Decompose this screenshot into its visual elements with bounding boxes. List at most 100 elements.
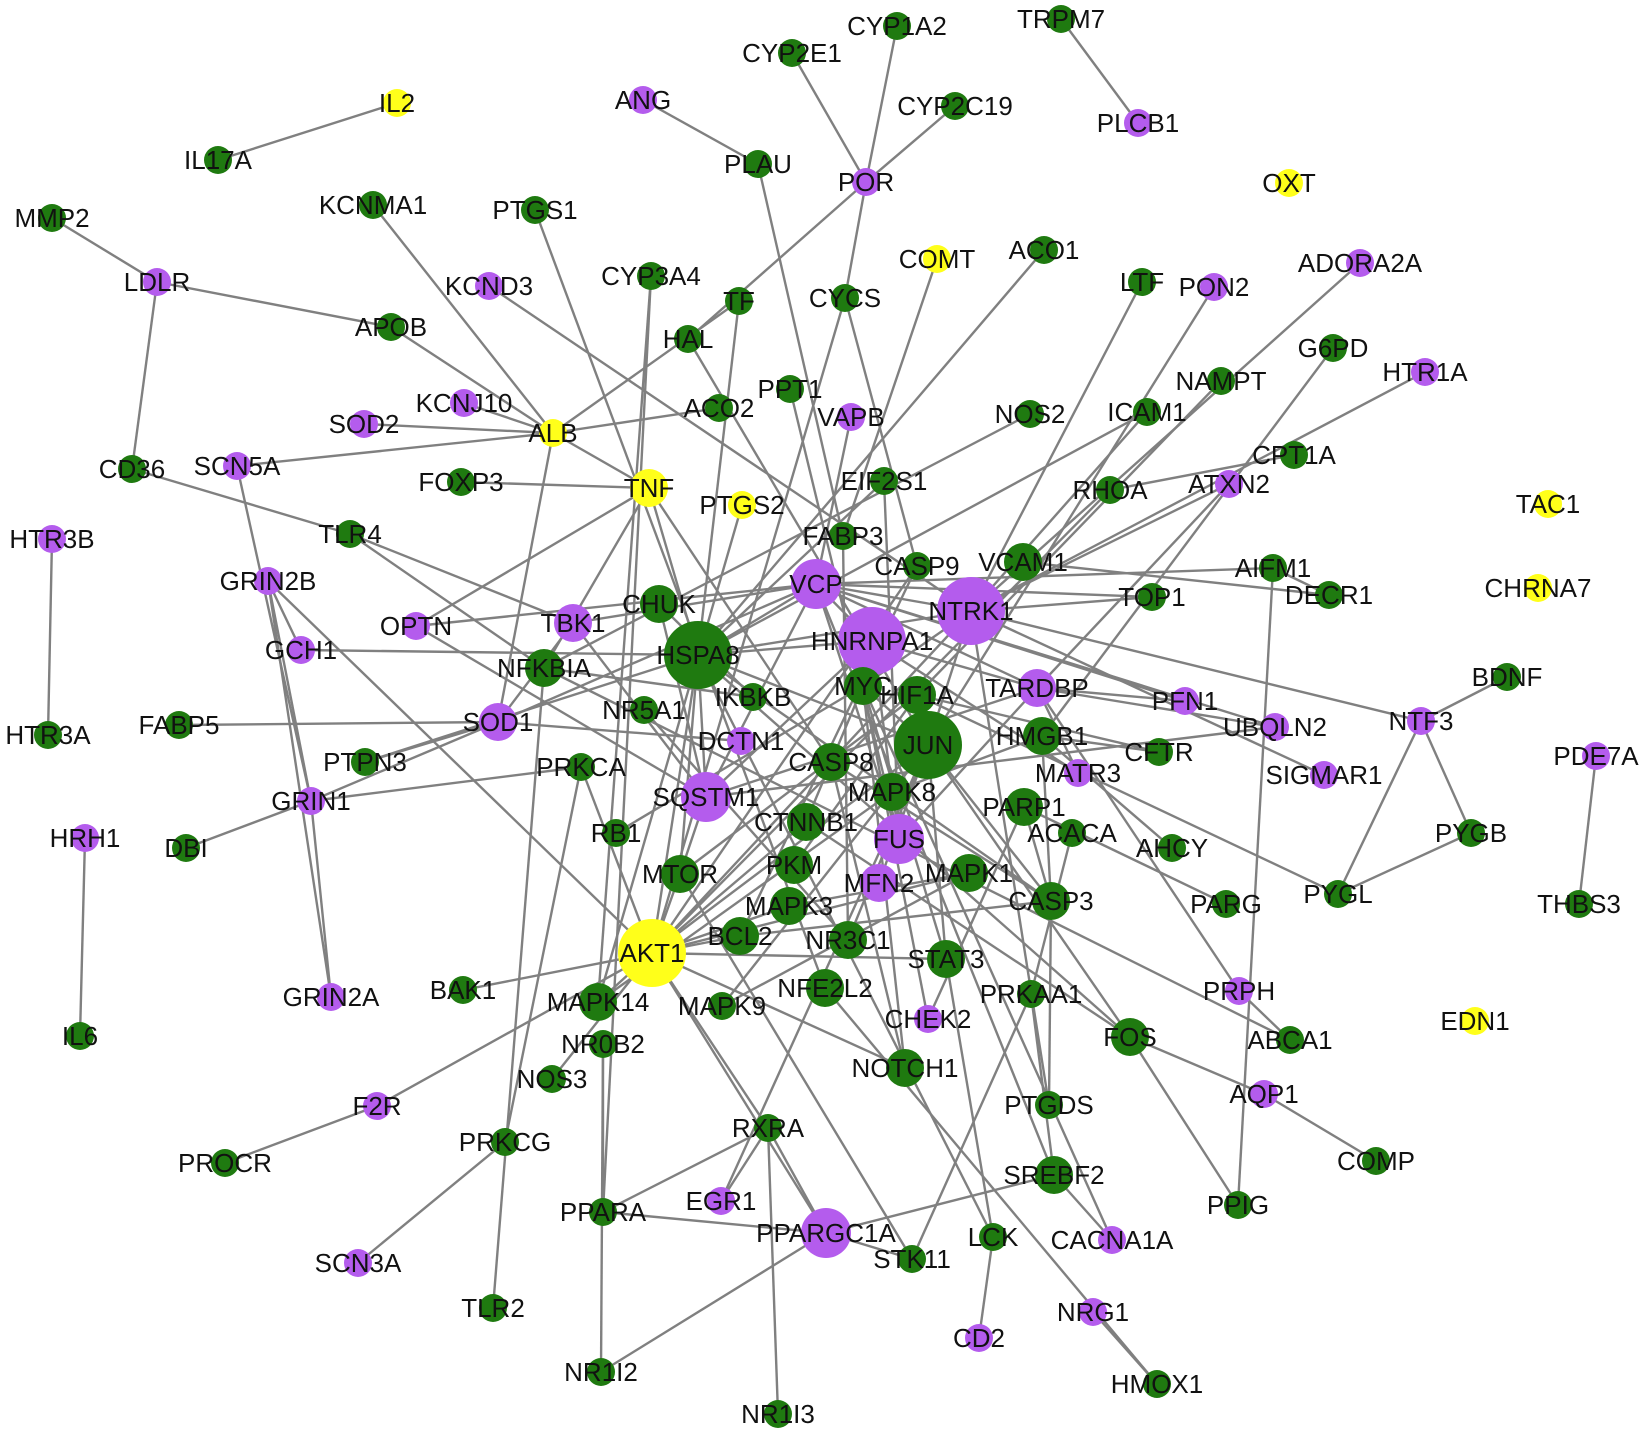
node-circle-gch1: [287, 636, 315, 664]
node-circle-cftr: [1145, 738, 1173, 766]
node-label-grin2a: GRIN2A: [283, 982, 380, 1012]
node-circle-pon2: [1200, 273, 1228, 301]
node-circle-dbi: [172, 834, 200, 862]
edge-alb-aco2: [552, 406, 720, 435]
edge-hspa8-akt1: [650, 654, 700, 954]
edge-scn5a-grin1: [235, 465, 313, 802]
node-circle-mfn2: [860, 864, 898, 902]
node-circle-cpt1a: [1280, 441, 1308, 469]
edge-ntf3-pygl: [1336, 720, 1423, 895]
node-circle-nrg1: [1079, 1298, 1107, 1326]
node-pon2: PON2: [1179, 272, 1250, 302]
node-label-sqstm1: SQSTM1: [653, 782, 760, 812]
node-circle-hif1a: [898, 676, 936, 714]
node-srebf2: SREBF2: [1003, 1156, 1105, 1194]
edge-sqstm1-ubqln2: [705, 725, 1276, 799]
node-aifm1: AIFM1: [1235, 553, 1312, 583]
node-nr5a1: NR5A1: [602, 695, 686, 725]
edge-akt1-stat3: [651, 951, 947, 961]
node-eif2s1: EIF2S1: [841, 466, 928, 496]
edge-ltf-ntrk1: [969, 281, 1144, 612]
node-hmgb1: HMGB1: [996, 717, 1088, 755]
node-label-scn5a: SCN5A: [194, 451, 281, 481]
node-circle-notch1: [886, 1049, 924, 1087]
node-chek2: CHEK2: [885, 1004, 972, 1034]
node-circle-prph: [1225, 977, 1253, 1005]
node-circle-plau: [744, 150, 772, 178]
node-hrh1: HRH1: [50, 823, 121, 853]
node-circle-nr0b2: [589, 1030, 617, 1058]
node-label-icam1: ICAM1: [1107, 397, 1186, 427]
node-circle-top1: [1138, 583, 1166, 611]
node-circle-pde7a: [1582, 742, 1610, 770]
node-circle-sqstm1: [681, 772, 731, 822]
node-pygb: PYGB: [1435, 818, 1507, 848]
node-label-atxn2: ATXN2: [1188, 469, 1270, 499]
node-ntrk1: NTRK1: [928, 577, 1014, 645]
edge-ppargc1a-srebf2: [825, 1173, 1055, 1235]
node-label-procr: PROCR: [178, 1148, 272, 1178]
node-label-cyp2e1: CYP2E1: [742, 38, 842, 68]
edge-sod1-grin1: [310, 720, 499, 803]
node-label-top1: TOP1: [1118, 582, 1185, 612]
node-circle-parp1: [1005, 788, 1043, 826]
node-cyp3a4: CYP3A4: [601, 261, 701, 291]
edge-decr1-vcam1: [1022, 560, 1330, 597]
node-bcl2: BCL2: [707, 917, 773, 955]
node-label-nr1i2: NR1I2: [564, 1357, 638, 1387]
node-label-cpt1a: CPT1A: [1252, 440, 1336, 470]
edge-nos2-nfkbia: [543, 412, 1031, 670]
node-il17a: IL17A: [184, 145, 253, 175]
node-circle-chuk: [640, 585, 678, 623]
node-notch1: NOTCH1: [852, 1049, 958, 1087]
node-label-pygb: PYGB: [1435, 818, 1507, 848]
node-circle-casp9: [903, 552, 931, 580]
node-tbk1: TBK1: [540, 604, 606, 642]
node-circle-oxt: [1275, 169, 1303, 197]
node-fos: FOS: [1103, 1018, 1157, 1056]
edge-kcnj10-alb: [463, 401, 554, 435]
node-circle-plcb1: [1124, 109, 1152, 137]
node-label-dctn1: DCTN1: [698, 726, 785, 756]
node-label-mapk8: MAPK8: [848, 777, 936, 807]
node-circle-stat3: [927, 940, 965, 978]
node-sod1: SOD1: [463, 703, 533, 741]
node-label-kcnj10: KCNJ10: [416, 388, 513, 418]
node-label-tf: TF: [723, 286, 755, 316]
edge-hspa8-jun: [697, 653, 929, 747]
edge-ntf3-pygb: [1419, 720, 1473, 834]
node-label-ptpn3: PTPN3: [323, 747, 407, 777]
node-top1: TOP1: [1118, 582, 1185, 612]
edge-akt1-rxra: [650, 952, 770, 1129]
edge-prph-tardbp: [1036, 687, 1240, 992]
node-circle-hspa8: [664, 621, 732, 689]
edge-atxn2-ntrk1: [970, 482, 1230, 613]
node-label-cftr: CFTR: [1124, 737, 1193, 767]
node-tardbp: TARDBP: [985, 669, 1089, 707]
node-circle-aifm1: [1259, 554, 1287, 582]
node-label-ntf3: NTF3: [1389, 706, 1454, 736]
node-circle-bcl2: [721, 917, 759, 955]
node-label-thbs3: THBS3: [1537, 889, 1621, 919]
node-label-casp9: CASP9: [874, 551, 959, 581]
node-label-aco1: ACO1: [1009, 235, 1080, 265]
node-circle-pfn1: [1171, 687, 1199, 715]
node-htr3b: HTR3B: [9, 524, 94, 554]
node-circle-aqp1: [1250, 1080, 1278, 1108]
node-hif1a: HIF1A: [880, 676, 954, 714]
node-fabp3: FABP3: [803, 521, 884, 551]
node-label-kcnma1: KCNMA1: [319, 190, 427, 220]
node-circle-mapk9: [708, 992, 736, 1020]
node-circle-cacna1a: [1098, 1226, 1126, 1254]
node-sqstm1: SQSTM1: [653, 772, 760, 822]
node-label-aco2: ACO2: [684, 393, 755, 423]
node-label-nfe2l2: NFE2L2: [777, 973, 872, 1003]
edge-il2-il17a: [217, 101, 398, 162]
node-circle-ppig: [1224, 1191, 1252, 1219]
edge-cycs-casp9: [843, 297, 919, 567]
edge-mmp2-ldlr: [51, 216, 158, 284]
node-label-cyp1a2: CYP1A2: [847, 11, 947, 41]
node-label-ptgds: PTGDS: [1004, 1090, 1094, 1120]
edge-fabp3-nr3c1: [841, 535, 850, 941]
node-label-tac1: TAC1: [1516, 489, 1581, 519]
